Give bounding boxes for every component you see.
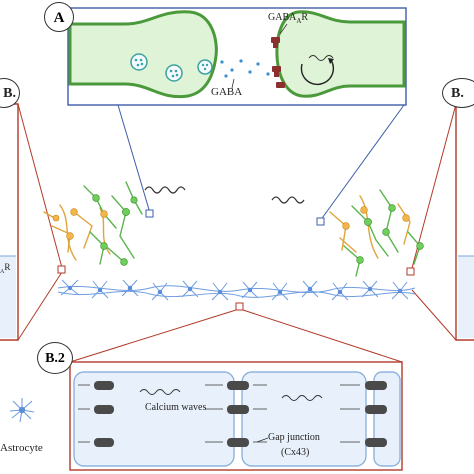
astrocyte-legend-icon <box>9 398 35 423</box>
panel-b3-badge: B. <box>442 78 474 108</box>
gaba-pointer <box>231 78 235 89</box>
panel-b2 <box>69 361 403 471</box>
panel-b1-cell <box>0 256 16 338</box>
astrocyte-legend-label: Astrocyte <box>0 442 43 454</box>
gaba-a-receptor-icon <box>271 37 285 88</box>
connector-line <box>242 309 403 363</box>
zoom-marker <box>316 217 325 226</box>
calcium-wave-icon <box>281 395 323 401</box>
gaba-label: GABA <box>211 86 243 98</box>
connector-line <box>411 289 457 341</box>
calcium-waves-label: Calcium waves <box>145 402 207 413</box>
connector-line <box>117 104 151 214</box>
zoom-marker <box>57 265 66 274</box>
panel-b1-badge: B. <box>0 78 20 108</box>
rotation-arrowhead-icon <box>328 58 334 64</box>
zoom-marker <box>235 302 244 311</box>
vesicle <box>130 53 148 71</box>
presynaptic-terminal <box>68 10 218 99</box>
panel-b2-badge: B.2 <box>37 342 73 374</box>
connector-line <box>319 104 405 222</box>
postsynaptic-terminal <box>275 10 406 98</box>
gap-junction-sublabel: (Cx43) <box>281 447 310 458</box>
flow-arrows <box>78 384 360 443</box>
zoom-marker <box>406 267 415 276</box>
connector-line <box>17 271 63 341</box>
panel-a <box>67 7 407 106</box>
connector-line <box>69 309 237 363</box>
gap-pointer <box>256 437 269 443</box>
gap-junction-icon <box>94 381 387 447</box>
calcium-wave-icon <box>139 389 181 395</box>
astrocyte-network <box>57 279 416 301</box>
oscillation-wave-icon <box>271 196 305 204</box>
panel-b3-cell <box>458 256 474 338</box>
connector-line <box>411 103 457 269</box>
receptor-label: GABAAR <box>268 12 309 25</box>
panel-b1-receptor-fragment: AR <box>0 262 11 275</box>
oscillation-wave-icon <box>144 186 186 194</box>
vesicle <box>165 64 183 82</box>
gaba-molecules <box>220 59 270 78</box>
panel-a-badge: A <box>44 2 74 32</box>
zoom-marker <box>145 209 154 218</box>
rotation-arrow-icon <box>300 59 335 86</box>
gap-junction-label: Gap junction <box>268 432 320 443</box>
receptor-pointer <box>279 23 288 35</box>
panel-b1 <box>0 103 63 341</box>
right-neuron-cluster <box>316 189 424 277</box>
connector-line <box>17 103 63 269</box>
left-neuron-cluster <box>43 181 154 274</box>
current-wave-icon <box>308 55 334 61</box>
vesicle <box>197 59 213 75</box>
panel-b3 <box>411 103 474 341</box>
